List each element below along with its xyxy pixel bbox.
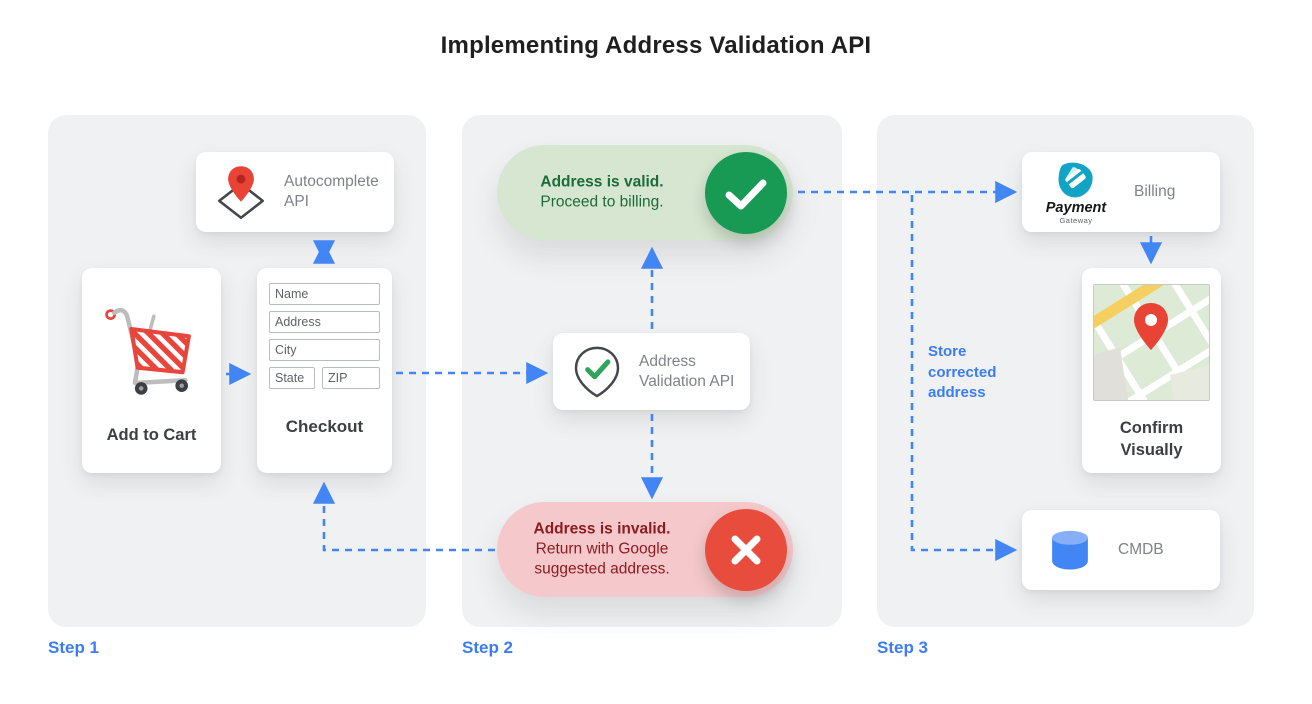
checkout-state-field[interactable] — [269, 367, 315, 389]
add-to-cart-label: Add to Cart — [106, 426, 197, 444]
add-to-cart-card[interactable]: Add to Cart — [82, 268, 221, 473]
payment-logo-title: Payment — [1045, 199, 1107, 216]
step3-panel: Payment Gateway Billing Store corrected … — [877, 115, 1254, 627]
address-valid-title: Address is valid. — [540, 173, 664, 191]
shopping-cart-icon — [98, 292, 206, 402]
step1-label: Step 1 — [48, 638, 100, 657]
map-thumbnail-icon — [1093, 284, 1210, 401]
step1-panel: Autocomplete API — [48, 115, 426, 627]
step3-label: Step 3 — [877, 638, 929, 657]
address-valid-banner: Address is valid. Proceed to billing. — [497, 145, 793, 240]
checkout-zip-field[interactable] — [322, 367, 380, 389]
payment-logo-subtitle: Gateway — [1059, 216, 1093, 225]
confirm-visually-card[interactable]: Confirm Visually — [1082, 268, 1221, 473]
cmdb-label: CMDB — [1118, 541, 1164, 559]
autocomplete-api-label: Autocomplete API — [284, 173, 379, 210]
payment-gateway-logo: Payment Gateway — [1038, 160, 1114, 225]
billing-card[interactable]: Payment Gateway Billing — [1022, 152, 1220, 232]
checkout-city-field[interactable] — [269, 339, 380, 361]
checkout-address-field[interactable] — [269, 311, 380, 333]
cmdb-card[interactable]: CMDB — [1022, 510, 1220, 590]
page-title: Implementing Address Validation API — [440, 32, 872, 59]
billing-label: Billing — [1134, 183, 1176, 201]
store-corrected-address-note: Store corrected address — [928, 343, 997, 402]
checkout-name-field[interactable] — [269, 283, 380, 305]
address-invalid-subtitle: Return with Google suggested address. — [534, 540, 670, 578]
address-invalid-title: Address is invalid. — [533, 519, 671, 537]
address-validation-api-card[interactable]: Address Validation API — [553, 333, 750, 410]
checkout-label: Checkout — [285, 417, 364, 436]
address-invalid-banner: Address is invalid. Return with Google s… — [497, 502, 793, 597]
x-circle-icon — [705, 508, 787, 591]
address-validation-api-label: Address Validation API — [639, 352, 735, 390]
check-circle-icon — [705, 151, 787, 234]
database-icon — [1044, 524, 1096, 576]
map-pin-check-icon — [569, 344, 625, 400]
confirm-visually-label: Confirm Visually — [1119, 419, 1184, 460]
step2-label: Step 2 — [462, 638, 514, 657]
step2-panel: Address is valid. Proceed to billing. Ad… — [462, 115, 842, 627]
map-pin-diamond-icon — [212, 163, 270, 221]
address-valid-subtitle: Proceed to billing. — [540, 193, 664, 211]
autocomplete-api-card[interactable]: Autocomplete API — [196, 152, 394, 232]
checkout-card[interactable]: Checkout — [257, 268, 392, 473]
